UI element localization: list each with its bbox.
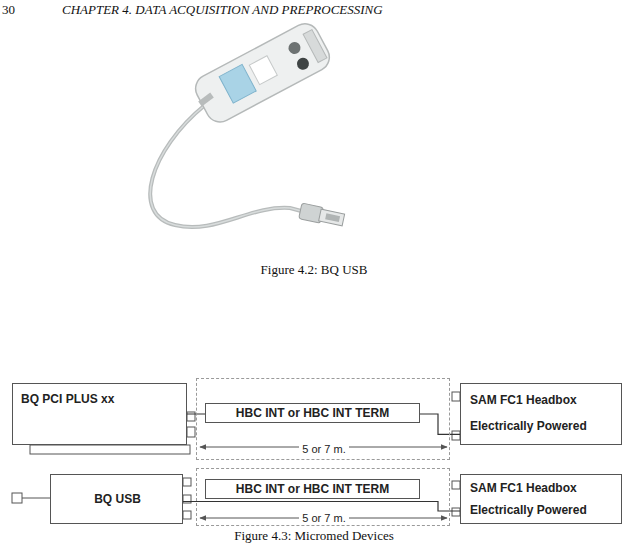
pci-card-edge — [30, 445, 190, 454]
box-title: SAM FC1 Headbox — [470, 393, 577, 407]
running-header: CHAPTER 4. DATA ACQUISITION AND PREPROCE… — [62, 2, 383, 18]
box-note: Electrically Powered — [470, 419, 587, 433]
usb-cable-highlight — [150, 105, 305, 227]
headbox-box: SAM FC1 HeadboxElectrically Powered — [460, 383, 622, 445]
device-box: BQ USB — [50, 474, 183, 524]
connector-port — [187, 412, 195, 421]
figure-caption: Figure 4.3: Micromed Devices — [234, 528, 394, 544]
box-title: SAM FC1 Headbox — [470, 481, 577, 495]
adapter-body — [191, 19, 335, 127]
connector-port — [183, 478, 191, 486]
figure-caption: Figure 4.2: BQ USB — [261, 262, 368, 278]
cable-label-box: HBC INT or HBC INT TERM — [205, 479, 420, 499]
usb-host-plug — [12, 493, 22, 503]
connector-port — [452, 431, 460, 440]
cable-label-box: HBC INT or HBC INT TERM — [205, 403, 420, 423]
connector-port — [452, 392, 460, 401]
cable-group: 5 or 7 m. HBC INT or HBC INT TERM — [196, 468, 450, 526]
usb-adapter-photo — [150, 19, 345, 228]
connector-port — [452, 508, 460, 516]
usb-host-cable — [22, 498, 50, 499]
page-number: 30 — [2, 2, 15, 18]
box-note: Electrically Powered — [470, 503, 587, 517]
box-title: BQ USB — [94, 492, 141, 506]
connector-port — [452, 481, 460, 489]
dimension-label: 5 or 7 m. — [299, 512, 348, 524]
device-box: BQ PCI PLUS xx — [12, 383, 187, 445]
connector-port — [183, 511, 191, 519]
cable-line — [183, 502, 460, 512]
usb-plug — [299, 203, 345, 228]
box-title: BQ PCI PLUS xx — [21, 392, 114, 406]
usb-cable — [150, 105, 305, 227]
connector-port — [187, 427, 195, 437]
cable-strain-relief — [200, 95, 212, 104]
headbox-box: SAM FC1 HeadboxElectrically Powered — [460, 474, 622, 524]
box-title: HBC INT or HBC INT TERM — [206, 404, 419, 422]
cable-group: 5 or 7 m. HBC INT or HBC INT TERM — [196, 378, 450, 460]
box-title: HBC INT or HBC INT TERM — [206, 480, 419, 498]
dimension-label: 5 or 7 m. — [299, 443, 348, 455]
